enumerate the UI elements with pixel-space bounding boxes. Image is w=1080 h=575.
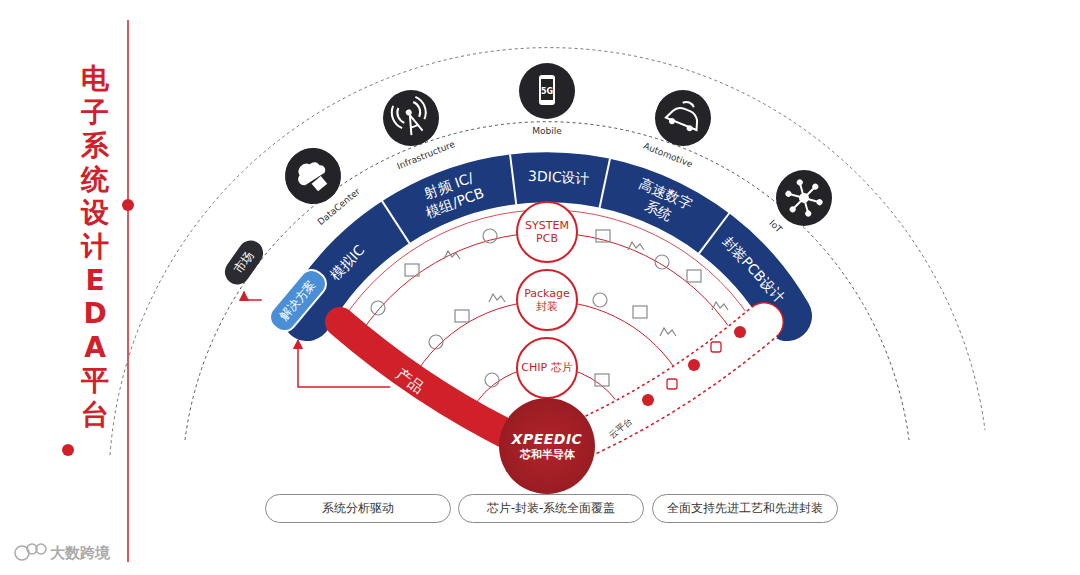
product-icon: [405, 264, 419, 276]
product-icon: [429, 335, 443, 349]
icon-circle: [647, 81, 720, 154]
node-text: Package 封装: [518, 287, 576, 313]
flow-arrow: [244, 292, 262, 300]
rule-dot: [62, 444, 74, 456]
cloud-icon: [667, 379, 677, 389]
product-icon: [485, 373, 499, 387]
product-icon: [633, 306, 647, 318]
company-logo: XPEEDIC芯和半导体: [499, 398, 595, 494]
dashed-arc: [185, 122, 909, 440]
product-icon: [444, 251, 460, 259]
cloud-icon: [642, 394, 654, 406]
node-text: 芯片-封装-系统全面覆盖: [487, 500, 616, 517]
level-circle: Package 封装: [516, 269, 578, 331]
vertical-title: 电子系统设计EDA平台: [81, 62, 109, 432]
node-text: 芯和半导体: [520, 447, 575, 462]
watermark: 大数跨境: [50, 544, 110, 563]
market-pill: 市场: [220, 235, 268, 289]
product-icon: [483, 229, 497, 243]
band-segment: 3DIC设计: [528, 168, 590, 188]
market-icon: Mobile: [492, 63, 602, 138]
node-text: 系统分析驱动: [322, 500, 394, 517]
product-icon: [489, 294, 505, 302]
feature-pill: 芯片-封装-系统全面覆盖: [458, 494, 644, 523]
level-circle: SYSTEM PCB: [516, 201, 578, 263]
rule-dot: [122, 199, 134, 211]
product-icon: [660, 328, 676, 336]
node-text: SYSTEM PCB: [518, 219, 576, 245]
band-divider: [510, 154, 516, 206]
icon-label: IoT: [766, 216, 786, 236]
product-icon: [712, 302, 728, 310]
cloud-band-outline: [562, 322, 764, 448]
cloud-band-fill: [562, 322, 764, 448]
feature-pill: 全面支持先进工艺和先进封装: [652, 494, 838, 523]
flow-arrow: [298, 340, 390, 387]
product-icon: [595, 374, 609, 386]
icon-circle: [374, 81, 447, 154]
watermark-icon: [15, 544, 46, 560]
product-icon: [593, 293, 607, 307]
product-icon: [655, 255, 669, 269]
icon-label: Mobile: [530, 126, 564, 136]
node-text: 3DIC设计: [528, 168, 590, 188]
level-circle: CHIP 芯片: [516, 337, 578, 399]
dashed-arc: [110, 48, 985, 455]
cloud-icon: [734, 326, 746, 338]
rule-line: [127, 20, 129, 562]
cloud-band-dash: [562, 322, 764, 448]
feature-pill: 系统分析驱动: [265, 494, 451, 523]
cloud-icon: [711, 342, 721, 352]
cloud-icon: [688, 359, 700, 371]
product-icon: [455, 310, 469, 322]
product-icon: [687, 270, 701, 282]
band-divider: [599, 159, 610, 210]
node-text: 市场: [230, 247, 258, 276]
blue-band: [307, 177, 787, 316]
node-text: XPEEDIC: [512, 431, 583, 447]
node-text: CHIP 芯片: [521, 361, 572, 374]
node-text: 全面支持先进工艺和先进封装: [667, 500, 823, 517]
product-icon: [371, 301, 385, 315]
product-icon: [596, 230, 610, 242]
phone-screen-text: 5G: [541, 87, 553, 96]
band-divider: [382, 201, 410, 245]
product-icon: [628, 242, 644, 250]
